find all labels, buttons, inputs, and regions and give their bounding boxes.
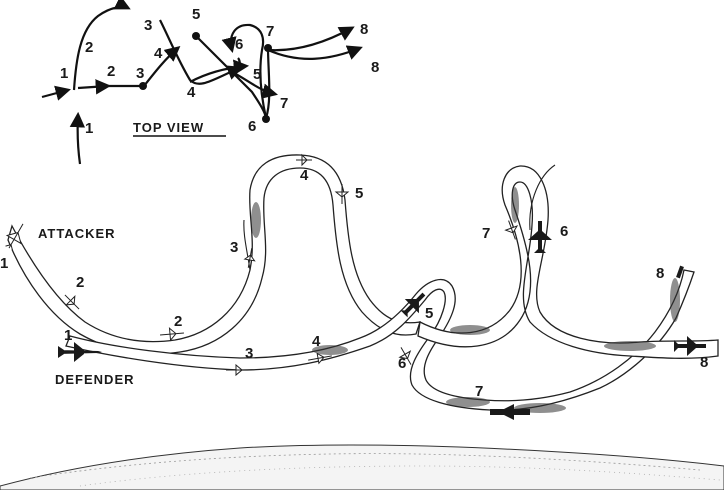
side-label-def-8: 8 [700,354,708,371]
top-view-point-7 [264,44,272,52]
side-label-def-6: 6 [560,223,568,240]
top-view-attacker-path-2 [72,0,131,91]
tv-label-6-upper: 6 [235,36,243,53]
side-label-att-1: 1 [0,255,8,272]
attacker-aircraft-2 [64,294,80,310]
side-label-att-7: 7 [482,225,490,242]
tv-label-1-bottom: 1 [85,120,93,137]
top-view-attacker-path-5 [267,45,363,60]
side-view-diagram: 1 2 3 4 5 6 7 8 1 2 3 4 5 6 7 8 ATTACKER… [0,153,719,420]
attacker-aircraft-6 [334,184,350,204]
ground-texture [29,453,701,479]
attacker-aircraft-5 [296,153,312,167]
top-view-attacker-path [41,85,71,101]
shade-mark [446,397,490,407]
side-label-def-4: 4 [312,333,321,350]
tv-label-7-lower: 7 [280,95,288,112]
attacker-aircraft-9 [676,265,684,279]
top-view-diagram: 1 1 2 2 3 3 4 4 5 5 6 6 7 7 8 8 TOP VIEW [41,0,379,165]
defender-ribbon-inner-edge [529,164,556,231]
top-view-caption: TOP VIEW [133,120,204,135]
defender-aircraft-7 [674,336,706,356]
top-view-defender-path-9 [189,59,250,83]
tv-label-2-upper: 2 [85,39,93,56]
side-label-att-5: 5 [355,185,363,202]
top-view-point-6 [262,115,270,123]
tv-label-5-mid: 5 [253,66,261,83]
side-label-att-3: 3 [230,239,238,256]
attacker-aircraft-1 [5,223,24,251]
tv-label-4-upper: 4 [154,45,163,62]
attacker-aircraft-7 [398,347,412,365]
side-label-def-7: 7 [475,383,483,400]
defender-aircraft-3 [308,352,332,365]
side-label-def-3: 3 [245,345,253,362]
tv-label-4-lower: 4 [187,84,196,101]
top-view-attacker-path-6 [267,26,355,52]
defender-aircraft-6 [490,404,530,420]
side-label-att-8: 8 [656,265,664,282]
tv-label-8-upper: 8 [360,21,368,38]
attacker-aircraft-3 [160,327,184,342]
shade-mark [312,345,348,355]
defender-aircraft-5 [528,221,552,253]
attacker-aircraft-4 [243,248,256,268]
ground [0,444,724,490]
defender-aircraft-2 [226,363,250,377]
side-label-att-6: 6 [398,355,406,372]
defender-label: DEFENDER [55,372,135,387]
defender-aircraft-1 [58,342,102,362]
side-label-def-1: 1 [64,327,72,344]
tv-label-2-mid: 2 [107,63,115,80]
defender-aircraft-4 [400,292,426,318]
attacker-label: ATTACKER [38,226,116,241]
tv-label-3-upper: 3 [144,17,152,34]
top-view-defender-path [69,111,86,165]
ground-outline [0,444,724,490]
shade-mark [450,325,490,335]
top-view-attacker-path-3 [159,19,243,85]
tv-label-5-top: 5 [192,6,200,23]
tv-label-7-upper: 7 [266,23,274,40]
shade-mark [604,341,656,351]
ground-texture [79,465,721,487]
side-label-att-2: 2 [76,274,84,291]
side-label-def-2: 2 [174,313,182,330]
side-label-att-4: 4 [300,167,309,184]
tv-label-6-lower: 6 [248,118,256,135]
top-view-point-5 [192,32,200,40]
attacker-aircraft-8 [504,220,519,240]
attacker-ribbon [7,154,421,355]
tv-label-8-lower: 8 [371,59,379,76]
tv-label-1-left: 1 [60,65,68,82]
side-label-def-5: 5 [425,305,433,322]
shade-mark [251,202,261,238]
top-view-defender-path-4 [143,46,181,87]
top-view-point-3 [139,82,147,90]
shade-mark [511,187,519,223]
defender-ribbon [65,269,695,411]
shade-mark [670,278,680,322]
top-view-defender-path-2 [77,79,112,95]
tv-label-3-mid: 3 [136,65,144,82]
top-view-defender-path-7 [264,47,271,119]
